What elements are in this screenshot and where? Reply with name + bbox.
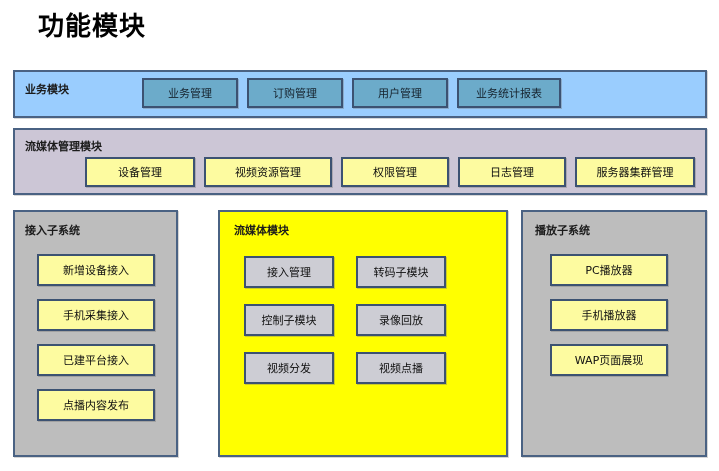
- video-resource-management-button[interactable]: 视频资源管理: [204, 157, 332, 187]
- pc-player-button[interactable]: PC播放器: [550, 254, 668, 286]
- page-title: 功能模块: [38, 12, 147, 42]
- user-management-button[interactable]: 用户管理: [352, 78, 448, 108]
- business-module-label: 业务模块: [25, 83, 69, 96]
- control-submodule-button[interactable]: 控制子模块: [244, 304, 334, 336]
- video-on-demand-button[interactable]: 视频点播: [356, 352, 446, 384]
- transcoding-submodule-button[interactable]: 转码子模块: [356, 256, 446, 288]
- business-statistics-report-button[interactable]: 业务统计报表: [457, 78, 561, 108]
- device-management-button[interactable]: 设备管理: [85, 157, 195, 187]
- permission-management-button[interactable]: 权限管理: [341, 157, 449, 187]
- access-subsystem-label: 接入子系统: [25, 224, 80, 237]
- recording-playback-button[interactable]: 录像回放: [356, 304, 446, 336]
- stream-module-panel: 流媒体模块 接入管理 转码子模块 控制子模块 录像回放 视频分发 视频点播: [218, 210, 508, 457]
- new-device-access-button[interactable]: 新增设备接入: [37, 254, 155, 286]
- stream-module-label: 流媒体模块: [234, 224, 289, 237]
- access-management-button[interactable]: 接入管理: [244, 256, 334, 288]
- mobile-player-button[interactable]: 手机播放器: [550, 299, 668, 331]
- video-distribution-button[interactable]: 视频分发: [244, 352, 334, 384]
- log-management-button[interactable]: 日志管理: [458, 157, 566, 187]
- mobile-capture-access-button[interactable]: 手机采集接入: [37, 299, 155, 331]
- existing-platform-access-button[interactable]: 已建平台接入: [37, 344, 155, 376]
- access-subsystem-panel: 接入子系统 新增设备接入 手机采集接入 已建平台接入 点播内容发布: [13, 210, 178, 457]
- stream-manage-module-label: 流媒体管理模块: [25, 140, 102, 153]
- order-management-button[interactable]: 订购管理: [247, 78, 343, 108]
- player-subsystem-panel: 播放子系统 PC播放器 手机播放器 WAP页面展现: [521, 210, 707, 457]
- wap-page-display-button[interactable]: WAP页面展现: [550, 344, 668, 376]
- server-cluster-management-button[interactable]: 服务器集群管理: [575, 157, 695, 187]
- business-management-button[interactable]: 业务管理: [142, 78, 238, 108]
- business-module-panel: 业务模块 业务管理 订购管理 用户管理 业务统计报表: [13, 70, 707, 118]
- stream-manage-module-panel: 流媒体管理模块 设备管理 视频资源管理 权限管理 日志管理 服务器集群管理: [13, 128, 707, 195]
- vod-content-publish-button[interactable]: 点播内容发布: [37, 389, 155, 421]
- player-subsystem-label: 播放子系统: [535, 224, 590, 237]
